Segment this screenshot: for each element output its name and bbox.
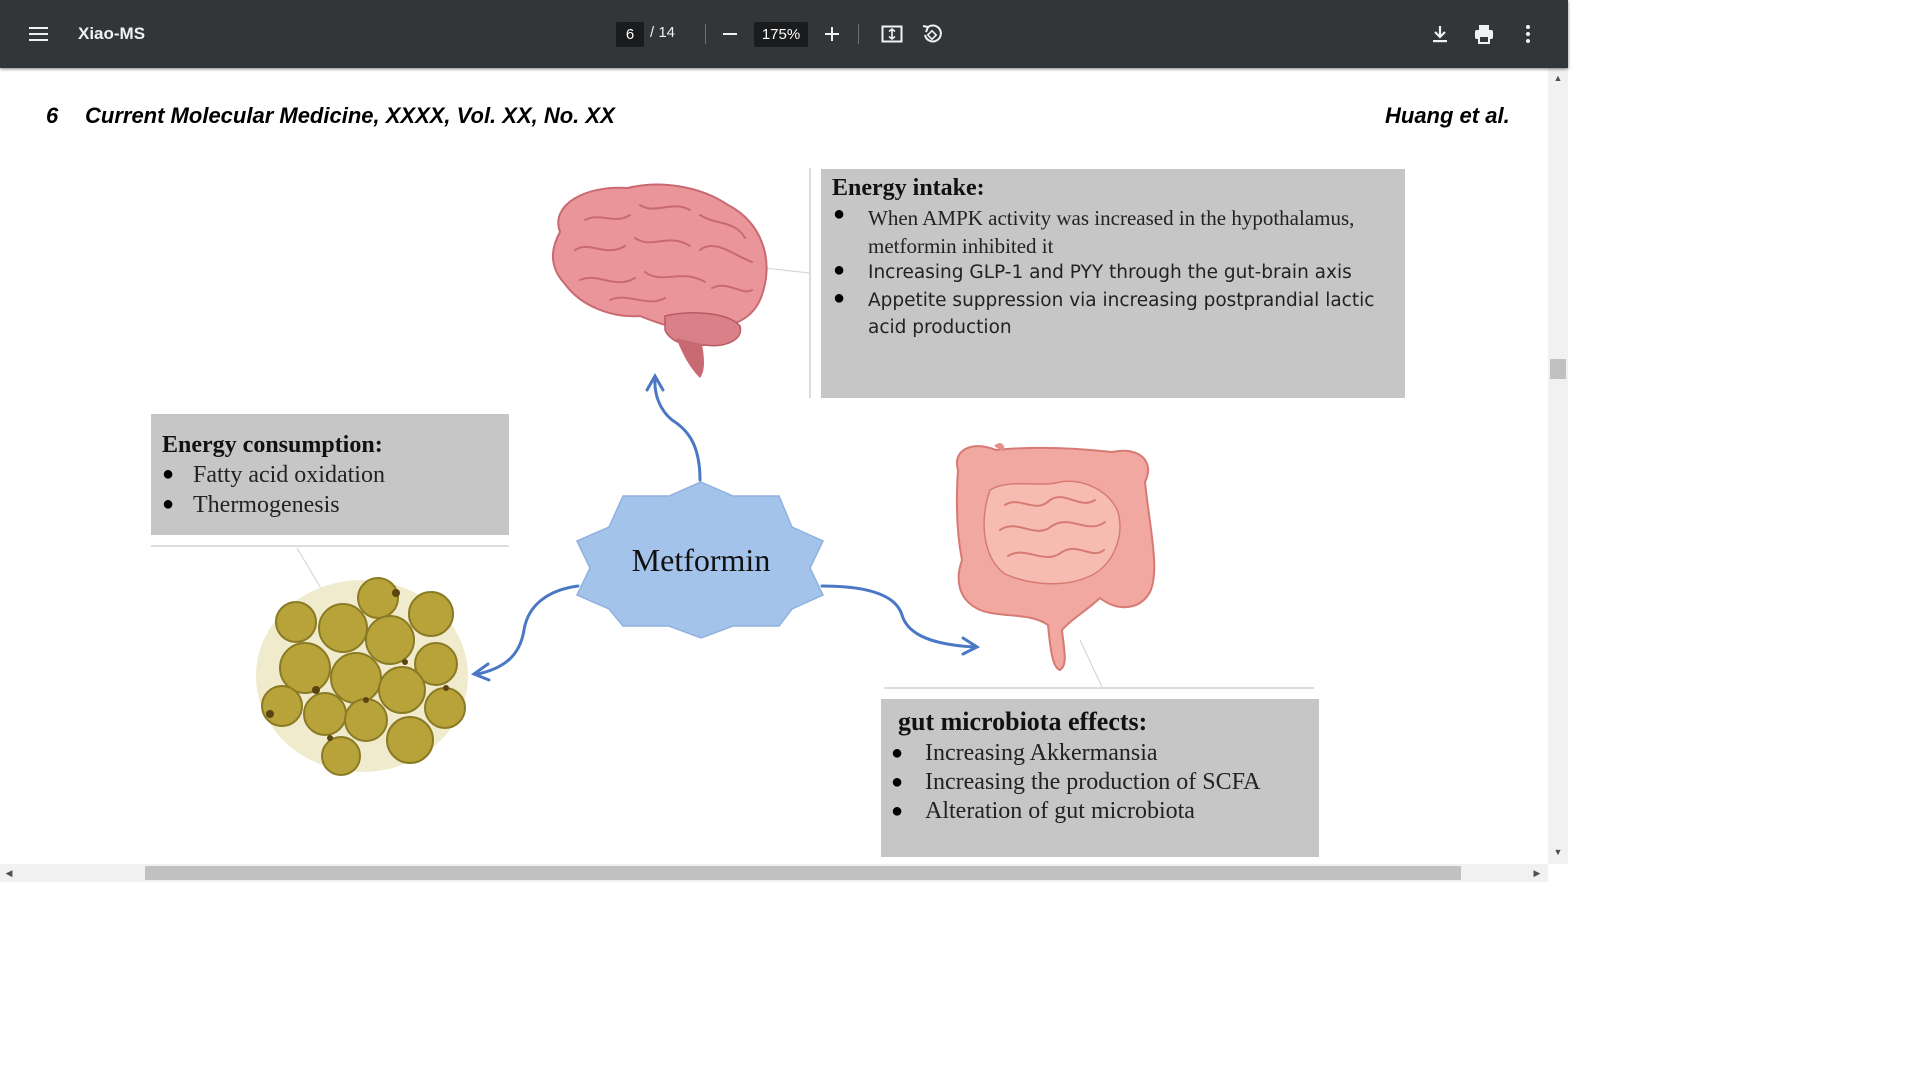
download-button[interactable] [1426, 20, 1454, 48]
gut-microbiota-box [881, 699, 1319, 857]
horizontal-scroll-thumb[interactable] [145, 866, 1461, 880]
energy-consumption-title: Energy consumption: [162, 432, 383, 458]
zoom-out-button[interactable] [716, 20, 744, 48]
energy-intake-item: Increasing GLP-1 and PYY through the gut… [868, 262, 1352, 283]
pdf-toolbar: Xiao-MS 6 / 14 175% [0, 0, 1568, 68]
bullet-icon: ● [162, 493, 175, 515]
journal-header: Current Molecular Medicine, XXXX, Vol. X… [85, 103, 615, 128]
page-number: 6 [46, 103, 59, 128]
more-vert-icon [1526, 25, 1530, 43]
toolbar-divider [705, 24, 706, 44]
brain-illustration [552, 183, 768, 378]
document-title: Xiao-MS [78, 24, 146, 43]
energy-consumption-item: Thermogenesis [193, 492, 340, 518]
authors-header: Huang et al. [1385, 103, 1510, 128]
gut-microbiota-item: Increasing the production of SCFA [925, 769, 1261, 795]
bullet-icon: ● [891, 800, 904, 822]
plus-icon [825, 27, 839, 41]
rotate-icon [922, 24, 942, 43]
scroll-up-icon[interactable]: ▲ [1553, 73, 1563, 83]
download-icon [1433, 26, 1447, 43]
gut-microbiota-title: gut microbiota effects: [898, 707, 1148, 736]
scroll-down-icon[interactable]: ▼ [1553, 847, 1563, 857]
gut-microbiota-item: Increasing Akkermansia [925, 740, 1158, 766]
fit-to-page-button[interactable] [878, 20, 906, 48]
bullet-icon: ● [891, 742, 904, 764]
energy-intake-item: metformin inhibited it [868, 234, 1054, 258]
energy-consumption-box [151, 414, 509, 535]
energy-intake-box [821, 169, 1405, 398]
printer-icon [1475, 25, 1493, 44]
print-button[interactable] [1470, 20, 1498, 48]
page-total-label: / 14 [650, 24, 676, 41]
metformin-shape [575, 481, 825, 639]
adipose-tissue-illustration [256, 577, 468, 776]
bullet-icon: ● [833, 203, 846, 225]
bullet-icon: ● [162, 463, 175, 485]
energy-intake-item: acid production [868, 317, 1012, 338]
energy-intake-item: Appetite suppression via increasing post… [868, 290, 1375, 311]
energy-intake-item: When AMPK activity was increased in the … [868, 206, 1355, 230]
zoom-level-input[interactable]: 175% [754, 22, 808, 47]
metformin-label: Metformin [631, 542, 771, 578]
toolbar-divider [858, 24, 859, 44]
gut-microbiota-item: Alteration of gut microbiota [925, 798, 1195, 824]
scroll-right-icon[interactable]: ▶ [1533, 868, 1541, 878]
fit-page-icon [881, 25, 903, 43]
vertical-scrollbar[interactable] [1548, 68, 1568, 864]
energy-intake-title: Energy intake: [832, 175, 985, 201]
zoom-in-button[interactable] [818, 20, 846, 48]
more-options-button[interactable] [1514, 20, 1542, 48]
rotate-button[interactable] [918, 20, 946, 48]
bullet-icon: ● [891, 771, 904, 793]
energy-consumption-item: Fatty acid oxidation [193, 462, 385, 488]
minus-icon [723, 33, 737, 35]
bullet-icon: ● [833, 259, 846, 281]
scroll-left-icon[interactable]: ◀ [5, 868, 13, 878]
intestine-illustration [955, 443, 1156, 672]
bullet-icon: ● [833, 287, 846, 309]
metformin-figure [151, 168, 1314, 776]
vertical-scroll-thumb[interactable] [1550, 359, 1566, 379]
page-number-input[interactable]: 6 [616, 22, 644, 47]
menu-icon[interactable] [26, 22, 52, 46]
